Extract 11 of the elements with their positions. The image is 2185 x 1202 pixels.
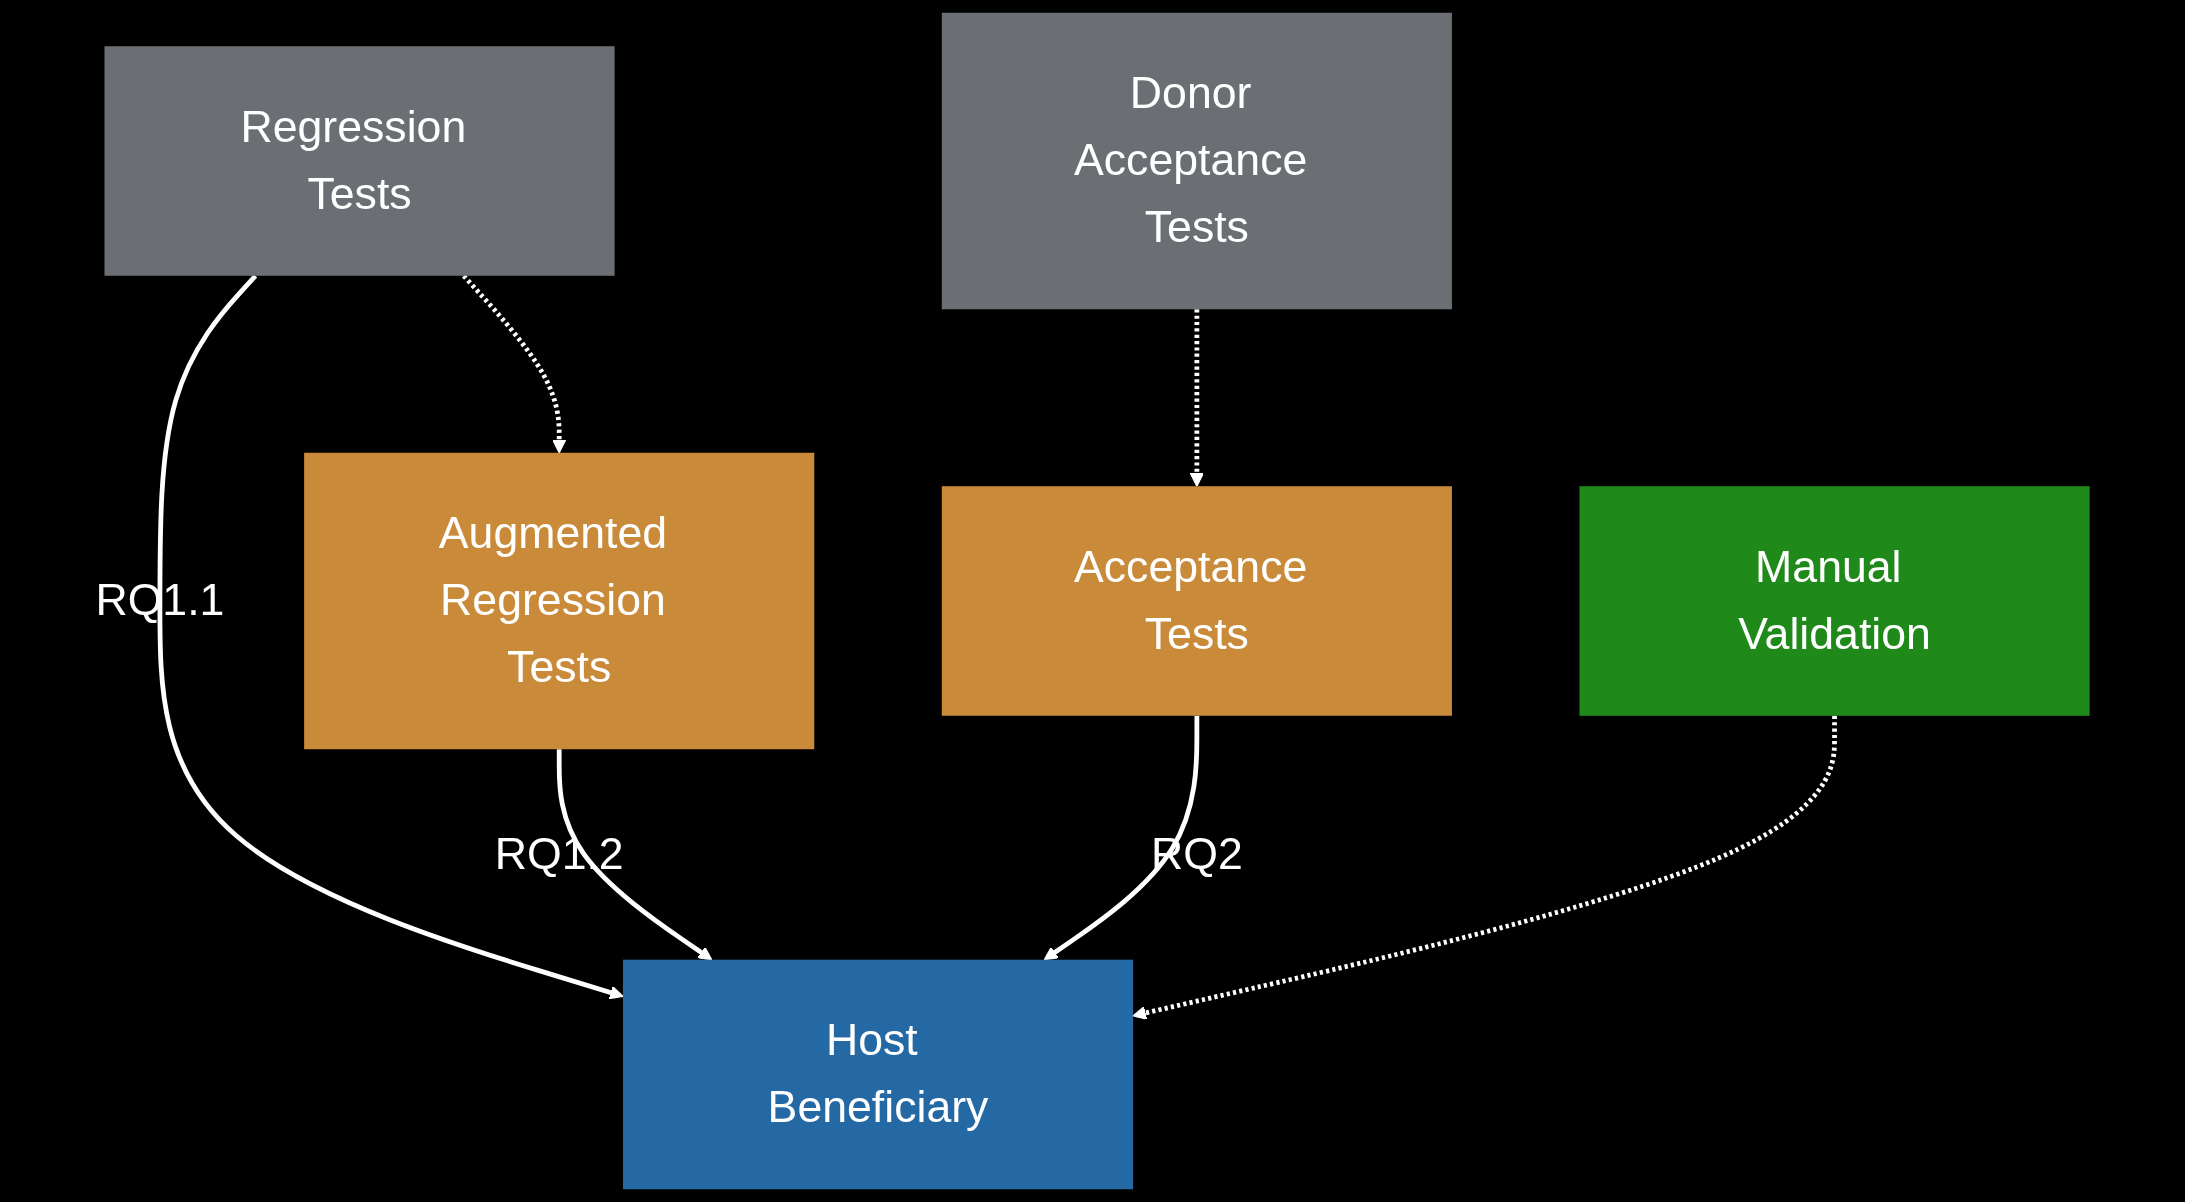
node-label: Donor Acceptance Tests	[1074, 68, 1308, 252]
node-label: Regression Tests	[240, 102, 467, 219]
node-label: Acceptance Tests	[1074, 542, 1308, 659]
node-label: Host Beneficiary	[767, 1015, 989, 1132]
node-label: Augmented Regression Tests	[438, 508, 668, 692]
arrow	[461, 274, 567, 454]
node-label: Manual Validation	[1738, 542, 1931, 659]
arrow	[157, 274, 624, 1000]
arrow	[1043, 715, 1200, 961]
arrow	[1189, 309, 1204, 487]
arrow	[1132, 715, 1837, 1020]
